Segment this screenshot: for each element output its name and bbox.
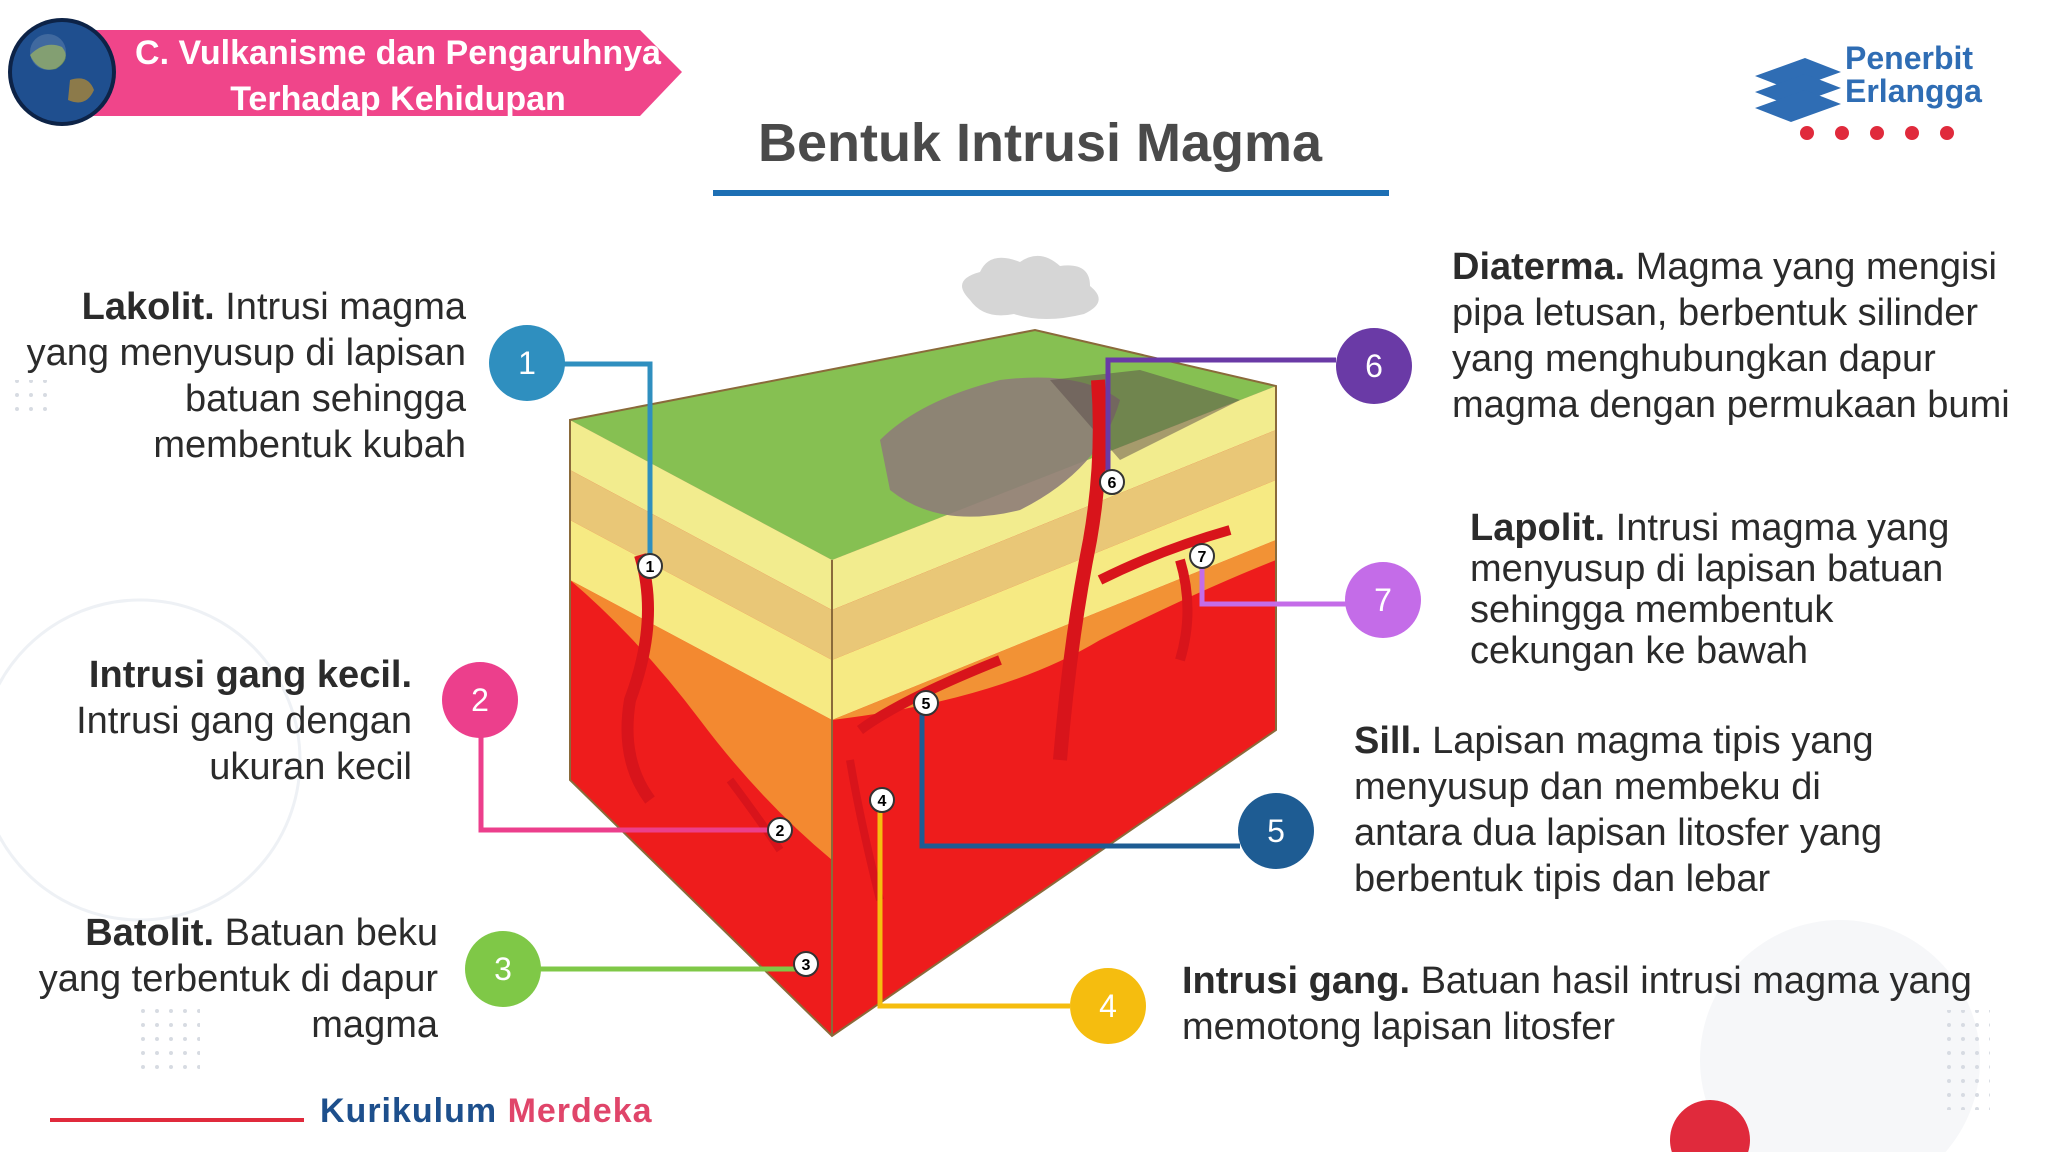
number-badge-5: 5 <box>1238 793 1314 869</box>
section-title: C. Vulkanisme dan Pengaruhnya Terhadap K… <box>118 30 678 122</box>
title-underline <box>713 190 1389 196</box>
curriculum-word2: Merdeka <box>507 1092 653 1130</box>
page-title: Bentuk Intrusi Magma <box>757 113 1323 173</box>
text-batolit: Batuan beku yang terbentuk di dapur magm… <box>38 912 438 1046</box>
term-lapolit: Lapolit. <box>1470 507 1606 549</box>
term-diaterma: Diaterma. <box>1452 246 1626 288</box>
description-sill: Sill. Lapisan magma tipis yang menyusup … <box>1354 718 1914 902</box>
section-title-line2: Terhadap Kehidupan <box>230 80 566 118</box>
term-batolit: Batolit. <box>85 912 215 954</box>
marker-7: 7 <box>1198 549 1207 566</box>
description-batolit: Batolit. Batuan beku yang terbentuk di d… <box>14 910 438 1048</box>
section-title-line1: C. Vulkanisme dan Pengaruhnya <box>135 34 661 72</box>
text-intrusi-gang: Batuan hasil intrusi magma yang memotong… <box>1182 960 1972 1048</box>
marker-6: 6 <box>1108 475 1117 492</box>
number-badge-6: 6 <box>1336 328 1412 404</box>
text-intrusi-gang-kecil: Intrusi gang dengan ukuran kecil <box>76 700 412 788</box>
publisher-name-line2: Erlangga <box>1845 73 1982 109</box>
text-lapolit: Intrusi magma yang menyusup di lapisan b… <box>1470 507 1950 672</box>
publisher-name-line1: Penerbit <box>1845 40 1974 76</box>
term-intrusi-gang: Intrusi gang. <box>1182 960 1410 1002</box>
term-lakolit: Lakolit. <box>81 286 215 328</box>
description-intrusi-gang: Intrusi gang. Batuan hasil intrusi magma… <box>1182 958 2002 1050</box>
text-sill: Lapisan magma tipis yang menyusup dan me… <box>1354 720 1883 900</box>
marker-3: 3 <box>802 957 811 974</box>
term-intrusi-gang-kecil: Intrusi gang kecil. <box>88 654 412 696</box>
term-sill: Sill. <box>1354 720 1422 762</box>
footer-line <box>50 1118 304 1122</box>
number-badge-4: 4 <box>1070 968 1146 1044</box>
description-lapolit: Lapolit. Intrusi magma yang menyusup di … <box>1470 508 1990 672</box>
decorative-dots <box>1800 126 1975 145</box>
marker-1: 1 <box>646 559 655 576</box>
marker-5: 5 <box>922 696 931 713</box>
text-diaterma: Magma yang mengisi pipa letusan, berbent… <box>1452 246 2010 426</box>
header-banner <box>8 18 682 126</box>
marker-4: 4 <box>878 793 887 810</box>
description-intrusi-gang-kecil: Intrusi gang kecil. Intrusi gang dengan … <box>40 652 412 790</box>
description-diaterma: Diaterma. Magma yang mengisi pipa letusa… <box>1452 244 2022 428</box>
number-badge-2: 2 <box>442 662 518 738</box>
number-badge-7: 7 <box>1345 562 1421 638</box>
description-lakolit: Lakolit. Intrusi magma yang menyusup di … <box>16 284 466 468</box>
curriculum-label: Kurikulum Merdeka <box>320 1092 653 1131</box>
text-lakolit: Intrusi magma yang menyusup di lapisan b… <box>26 286 466 466</box>
marker-2: 2 <box>776 823 785 840</box>
publisher-name: Penerbit Erlangga <box>1845 42 2035 108</box>
number-badge-3: 3 <box>465 931 541 1007</box>
number-badge-1: 1 <box>489 325 565 401</box>
erlangga-logo-icon <box>1755 58 1841 122</box>
curriculum-word1: Kurikulum <box>320 1092 498 1130</box>
